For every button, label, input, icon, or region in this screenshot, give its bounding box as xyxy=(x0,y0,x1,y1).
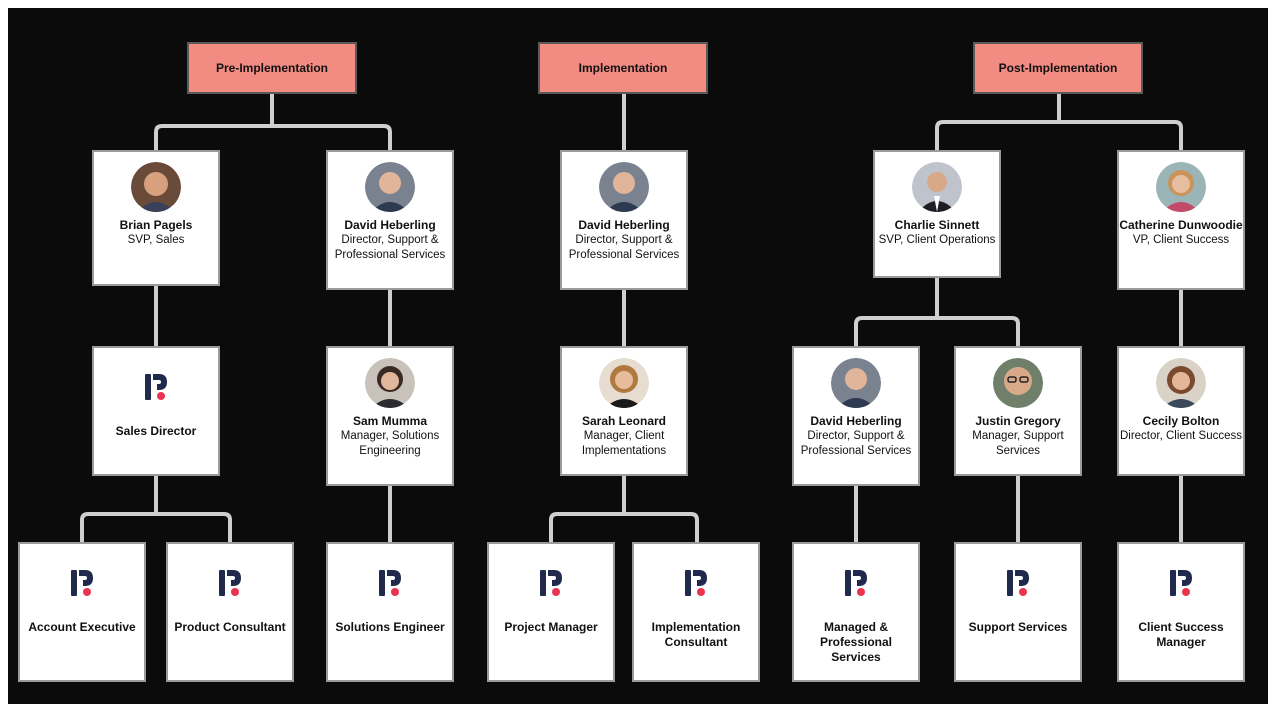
role-label: Project Manager xyxy=(504,620,598,634)
avatar xyxy=(365,162,415,212)
avatar xyxy=(912,162,962,212)
person-card-charlie-sinnett[interactable]: Charlie Sinnett SVP, Client Operations xyxy=(873,150,1001,278)
org-chart: Pre-Implementation Implementation Post-I… xyxy=(8,8,1268,704)
person-title: Manager, Solutions Engineering xyxy=(340,430,440,457)
avatar xyxy=(993,358,1043,408)
role-label: Account Executive xyxy=(28,620,136,634)
role-card-sales-director[interactable]: Sales Director xyxy=(92,346,220,476)
role-card-product-consultant[interactable]: Product Consultant xyxy=(166,542,294,682)
person-card-justin-gregory[interactable]: Justin Gregory Manager, Support Services xyxy=(954,346,1082,476)
role-card-client-success-manager[interactable]: Client Success Manager xyxy=(1117,542,1245,682)
company-logo-icon xyxy=(133,364,179,410)
person-card-sarah-leonard[interactable]: Sarah Leonard Manager, Client Implementa… xyxy=(560,346,688,476)
connector-lines xyxy=(80,94,1183,542)
company-logo-icon xyxy=(59,560,105,606)
avatar xyxy=(1156,162,1206,212)
person-title: VP, Client Success xyxy=(1132,234,1230,246)
company-logo-icon xyxy=(833,560,879,606)
person-name: Charlie Sinnett xyxy=(894,218,980,232)
person-card-brian-pagels[interactable]: Brian Pagels SVP, Sales xyxy=(92,150,220,286)
person-title: Manager, Client Implementations xyxy=(581,430,667,457)
person-name: Catherine Dunwoodie xyxy=(1119,218,1243,232)
person-card-david-heberling-pre[interactable]: David Heberling Director, Support & Prof… xyxy=(326,150,454,290)
role-label: Sales Director xyxy=(115,424,197,438)
company-logo-icon xyxy=(207,560,253,606)
role-card-account-executive[interactable]: Account Executive xyxy=(18,542,146,682)
role-label: Managed & Professional Services xyxy=(819,620,893,664)
person-card-catherine-dunwoodie[interactable]: Catherine Dunwoodie VP, Client Success xyxy=(1117,150,1245,290)
avatar xyxy=(831,358,881,408)
role-card-managed-professional-services[interactable]: Managed & Professional Services xyxy=(792,542,920,682)
role-card-support-services[interactable]: Support Services xyxy=(954,542,1082,682)
role-label: Support Services xyxy=(968,620,1068,634)
avatar xyxy=(131,162,181,212)
role-card-solutions-engineer[interactable]: Solutions Engineer xyxy=(326,542,454,682)
person-title: Director, Support & Professional Service… xyxy=(568,234,680,261)
person-name: David Heberling xyxy=(578,218,670,232)
person-title: SVP, Client Operations xyxy=(878,234,996,246)
person-card-cecily-bolton[interactable]: Cecily Bolton Director, Client Success xyxy=(1117,346,1245,476)
phase-pre-implementation: Pre-Implementation xyxy=(187,42,357,94)
phase-implementation: Implementation xyxy=(538,42,708,94)
company-logo-icon xyxy=(528,560,574,606)
role-label: Client Success Manager xyxy=(1138,620,1224,649)
person-name: Justin Gregory xyxy=(975,414,1061,428)
avatar xyxy=(1156,358,1206,408)
person-name: David Heberling xyxy=(810,414,902,428)
avatar xyxy=(599,162,649,212)
person-name: David Heberling xyxy=(344,218,436,232)
person-title: Director, Client Success xyxy=(1119,430,1243,442)
company-logo-icon xyxy=(673,560,719,606)
person-title: Director, Support & Professional Service… xyxy=(334,234,446,261)
person-title: Manager, Support Services xyxy=(972,430,1064,457)
person-card-david-heberling-post[interactable]: David Heberling Director, Support & Prof… xyxy=(792,346,920,486)
company-logo-icon xyxy=(367,560,413,606)
person-name: Sarah Leonard xyxy=(581,414,667,428)
company-logo-icon xyxy=(995,560,1041,606)
person-card-sam-mumma[interactable]: Sam Mumma Manager, Solutions Engineering xyxy=(326,346,454,486)
person-title: SVP, Sales xyxy=(127,234,185,246)
role-label: Solutions Engineer xyxy=(335,620,445,634)
person-name: Brian Pagels xyxy=(119,218,193,232)
company-logo-icon xyxy=(1158,560,1204,606)
avatar xyxy=(599,358,649,408)
role-label: Implementation Consultant xyxy=(651,620,741,649)
avatar xyxy=(365,358,415,408)
person-name: Sam Mumma xyxy=(352,414,428,428)
person-title: Director, Support & Professional Service… xyxy=(800,430,912,457)
person-card-david-heberling-impl[interactable]: David Heberling Director, Support & Prof… xyxy=(560,150,688,290)
role-card-project-manager[interactable]: Project Manager xyxy=(487,542,615,682)
phase-post-implementation: Post-Implementation xyxy=(973,42,1143,94)
role-label: Product Consultant xyxy=(174,620,286,634)
role-card-implementation-consultant[interactable]: Implementation Consultant xyxy=(632,542,760,682)
person-name: Cecily Bolton xyxy=(1142,414,1220,428)
